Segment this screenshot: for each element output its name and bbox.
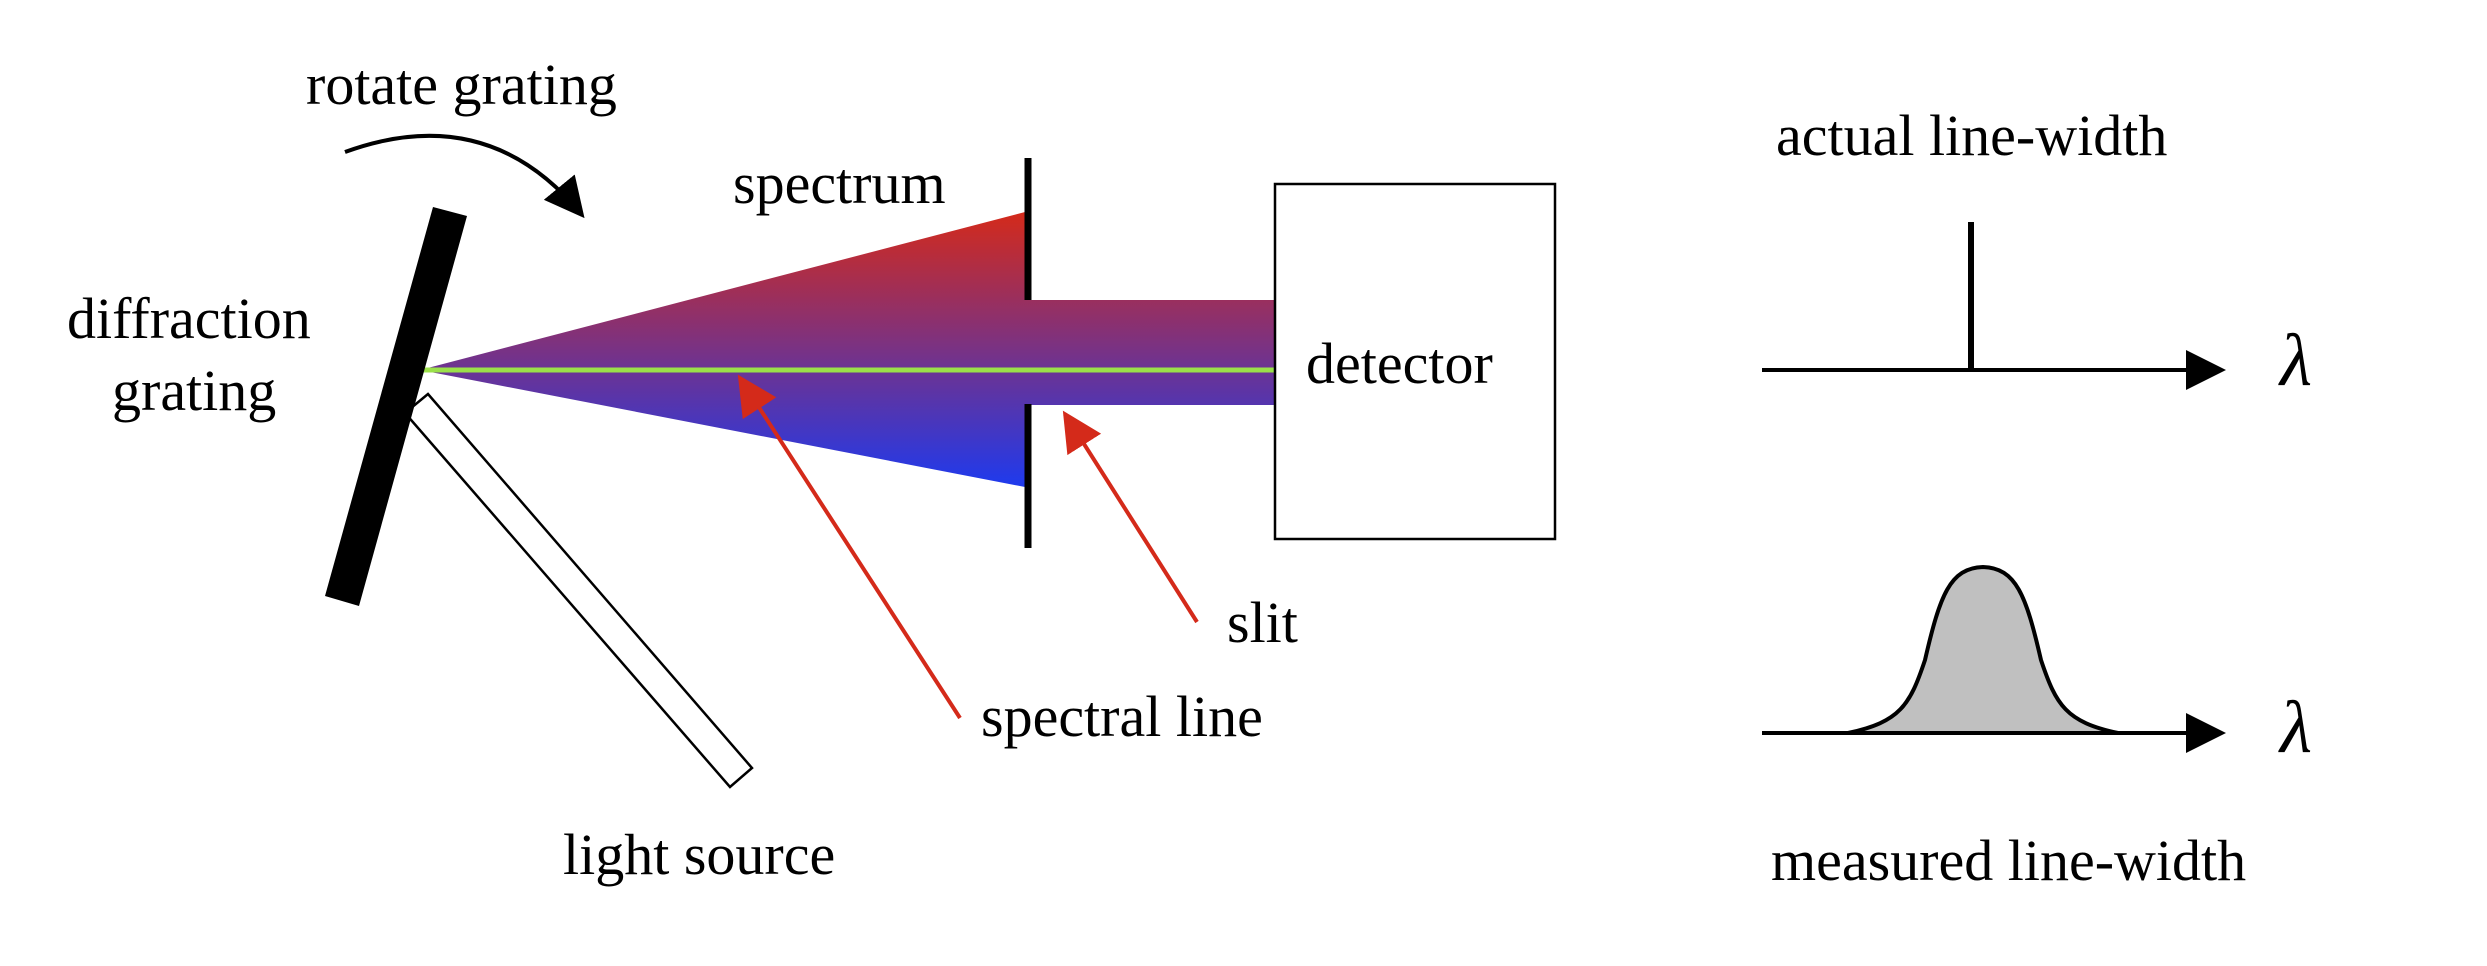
- lambda-symbol-bottom: λ: [2278, 687, 2312, 769]
- detector-box: [1273, 182, 1557, 541]
- diffraction-grating: [325, 207, 467, 606]
- light-source-label: light source: [563, 822, 835, 887]
- spectrum-fan: [420, 212, 1275, 487]
- spectral-line-pointer: [737, 374, 962, 720]
- spectral-line-label: spectral line: [981, 684, 1263, 749]
- spectrum-label: spectrum: [733, 151, 946, 216]
- detector-label: detector: [1306, 331, 1493, 396]
- diffraction-label: diffraction: [67, 286, 311, 351]
- slit-pointer: [1062, 410, 1199, 624]
- rotate-arrow: [344, 133, 585, 219]
- measured-profile: [1847, 564, 2119, 735]
- measured-line-width-label: measured line-width: [1771, 828, 2246, 893]
- lambda-symbol-top: λ: [2278, 320, 2312, 402]
- light-source-beam: [403, 392, 754, 789]
- slit-label: slit: [1227, 590, 1298, 655]
- actual-line-width-label: actual line-width: [1776, 103, 2167, 168]
- grating-label: grating: [112, 358, 276, 423]
- rotate-grating-label: rotate grating: [306, 52, 617, 117]
